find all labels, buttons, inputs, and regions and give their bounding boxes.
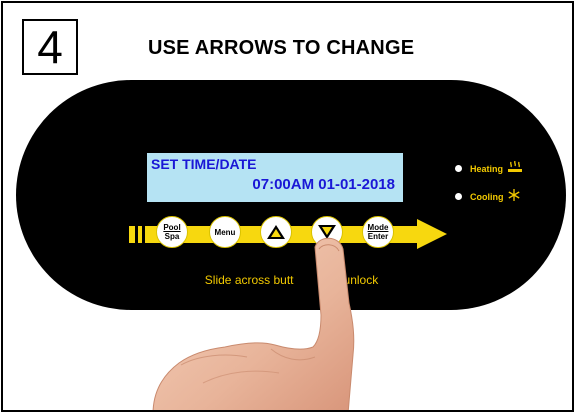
indicator-heating: Heating — [455, 160, 523, 176]
step-number: 4 — [37, 21, 63, 73]
enter-label: Enter — [367, 232, 389, 241]
cooling-led — [455, 193, 462, 200]
up-arrow-icon — [267, 225, 285, 239]
pool-spa-button[interactable]: Pool Spa — [156, 216, 188, 248]
mode-label: Mode — [367, 223, 389, 232]
menu-label: Menu — [214, 227, 236, 237]
instruction-title: USE ARROWS TO CHANGE — [148, 37, 415, 59]
unlock-hint-text: Slide across butt — [204, 273, 294, 287]
lcd-line-2: 07:00AM 01-01-2018 — [252, 176, 395, 193]
snowflake-icon — [507, 189, 520, 204]
mode-enter-button[interactable]: Mode Enter — [362, 216, 394, 248]
step-number-box: 4 — [22, 19, 78, 75]
pointing-hand-image — [152, 237, 355, 410]
unlock-hint: Slide across butt unlock — [3, 273, 572, 287]
unlock-hint-tail: unlock — [343, 273, 379, 287]
up-arrow-button[interactable] — [260, 216, 292, 248]
heating-icon — [507, 160, 523, 176]
menu-button[interactable]: Menu — [209, 216, 241, 248]
indicator-heating-label: Heating — [470, 163, 504, 174]
indicator-cooling-label: Cooling — [470, 191, 504, 202]
spa-label: Spa — [164, 232, 180, 241]
track-stripe — [135, 226, 138, 243]
track-stripe — [142, 226, 145, 243]
lcd-display: SET TIME/DATE 07:00AM 01-01-2018 — [147, 153, 403, 202]
indicator-cooling: Cooling — [455, 189, 520, 204]
lcd-line-1: SET TIME/DATE — [151, 156, 257, 172]
down-arrow-icon — [318, 225, 336, 239]
slide-arrow-icon — [417, 219, 447, 249]
heating-led — [455, 165, 462, 172]
pool-label: Pool — [163, 223, 181, 232]
